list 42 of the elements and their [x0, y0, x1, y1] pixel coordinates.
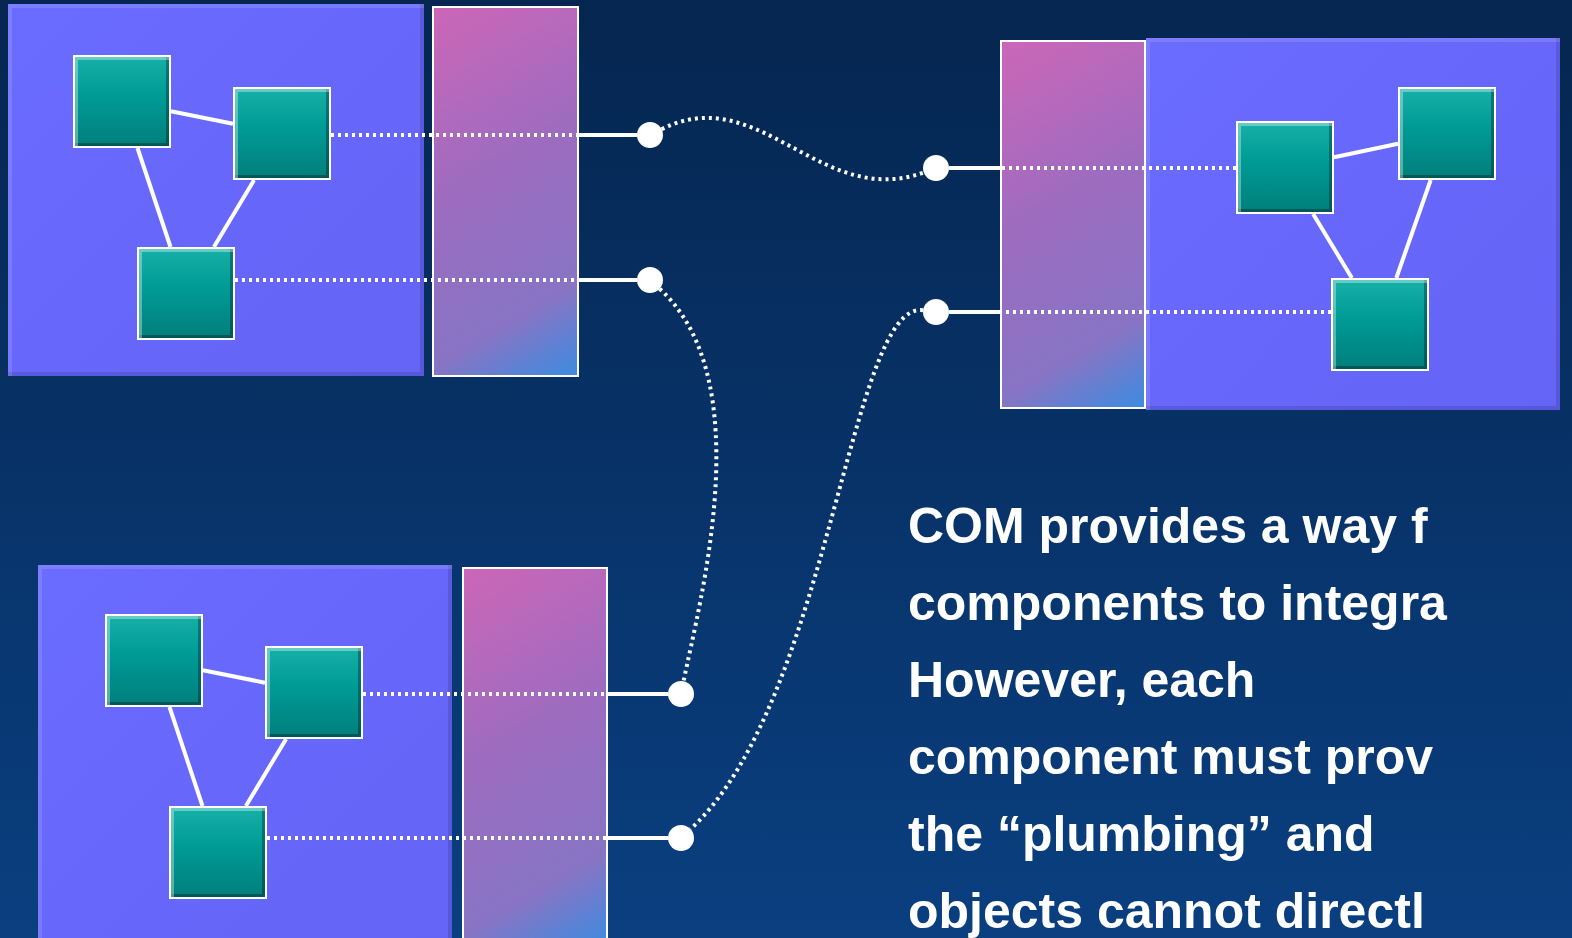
connector-line — [135, 147, 173, 248]
dotted-connector — [267, 836, 608, 840]
dotted-connector — [1000, 166, 1236, 170]
object-square — [73, 55, 171, 148]
dotted-connector — [658, 287, 719, 682]
connection-dot — [923, 155, 949, 181]
object-square — [105, 614, 203, 707]
connector-line — [244, 737, 288, 808]
component-panel — [38, 565, 452, 938]
connector-line — [212, 178, 256, 249]
dotted-connector — [331, 133, 579, 137]
connector-line — [949, 166, 1000, 170]
object-square — [1236, 121, 1334, 214]
connection-dot — [923, 299, 949, 325]
component-panel — [1146, 38, 1560, 410]
connector-line — [608, 836, 668, 840]
connector-line — [1311, 212, 1354, 280]
connector-line — [579, 133, 637, 137]
connector-line — [170, 109, 234, 126]
interface-bar — [462, 567, 608, 938]
connector-line — [1333, 141, 1399, 160]
connector-line — [949, 310, 1000, 314]
interface-bar — [1000, 40, 1146, 409]
object-square — [1398, 87, 1496, 180]
connector-line — [579, 278, 637, 282]
object-square — [233, 87, 331, 180]
interface-bar — [432, 6, 579, 377]
connection-dot — [637, 122, 663, 148]
component-panel — [8, 4, 424, 376]
connector-line — [202, 668, 266, 685]
connector-line — [608, 692, 668, 696]
object-square — [1331, 278, 1429, 371]
connection-dot — [668, 681, 694, 707]
connector-line — [167, 706, 205, 807]
connection-dot — [637, 267, 663, 293]
object-square — [169, 806, 267, 899]
description-text: COM provides a way f components to integra However, each component must prov the “plumbing” and objects cannot directl — [908, 497, 1448, 938]
connection-dot — [668, 825, 694, 851]
dotted-connector — [660, 115, 925, 181]
object-square — [137, 247, 235, 340]
connector-line — [1394, 179, 1433, 279]
object-square — [265, 646, 363, 739]
